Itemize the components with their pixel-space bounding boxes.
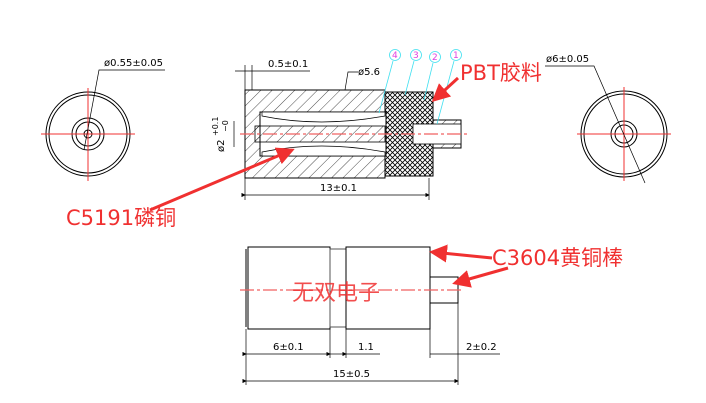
callout-c3604: C3604黄铜棒 (492, 246, 623, 270)
right-end-view: ø6±0.05 (545, 54, 671, 184)
wall-dim: 0.5±0.1 (268, 59, 308, 70)
dim-total: 15±0.5 (333, 369, 370, 380)
balloon-3: 3 (413, 51, 419, 61)
left-view-dim: ø0.55±0.05 (104, 58, 163, 69)
dim-a: 6±0.1 (273, 342, 304, 353)
balloon-2: 2 (432, 53, 438, 63)
bore-tol-lower: −0 (221, 120, 230, 132)
length-dim: 13±0.1 (320, 183, 357, 194)
bore-dim: ø2 (216, 140, 227, 152)
dim-c: 2±0.2 (466, 342, 497, 353)
left-end-view: ø0.55±0.05 (41, 58, 165, 181)
bore-tol-upper: +0.1 (211, 117, 220, 136)
section-view: 0.5±0.1 ø5.6 ø2 +0.1 −0 13±0.1 4 3 2 1 (211, 49, 468, 200)
callout-c5191: C5191磷铜 (66, 206, 176, 230)
balloon-4: 4 (392, 51, 398, 61)
side-view: 无双电子 6±0.1 1.1 2±0.2 15±0.5 (240, 246, 500, 385)
callout-pbt: PBT胶料 (460, 61, 542, 85)
balloon-1: 1 (453, 51, 459, 61)
watermark: 无双电子 (292, 281, 380, 306)
groove-dim: ø5.6 (358, 67, 380, 78)
dim-b: 1.1 (358, 342, 374, 353)
material-callouts: PBT胶料 C5191磷铜 C3604黄铜棒 (66, 61, 623, 288)
right-view-dim: ø6±0.05 (546, 54, 589, 65)
